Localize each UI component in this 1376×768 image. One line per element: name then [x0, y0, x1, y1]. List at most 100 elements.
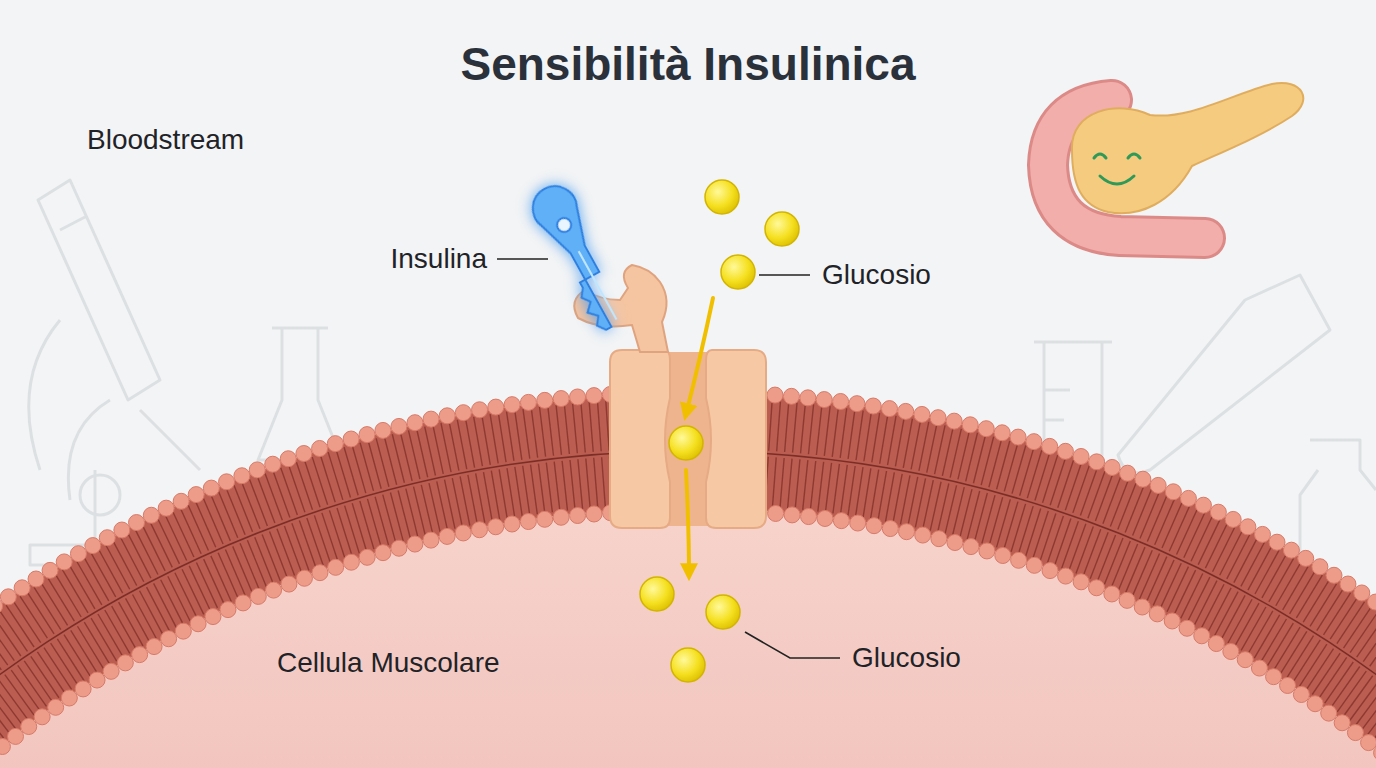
glucose-molecule — [721, 255, 755, 289]
lipid-head — [407, 415, 423, 431]
lipid-tail — [594, 458, 598, 508]
lipid-head — [455, 525, 471, 541]
lipid-head — [117, 655, 133, 671]
lipid-tail — [336, 450, 350, 498]
lipid-tail — [1374, 700, 1376, 739]
lipid-tail — [1184, 513, 1205, 558]
lipid-tail — [1370, 626, 1376, 667]
lipid-head — [34, 709, 50, 725]
lipid-tail — [196, 501, 216, 547]
lipid-tail — [491, 471, 499, 520]
lipid-tail — [352, 445, 366, 493]
leader-line — [759, 274, 810, 276]
lipid-tail — [425, 427, 436, 476]
lipid-tail — [1205, 523, 1227, 568]
lipid-head — [439, 408, 455, 424]
lipid-tail — [1191, 516, 1212, 561]
lipid-head — [504, 397, 520, 413]
lipid-head — [586, 388, 602, 404]
lipid-tail — [1062, 521, 1079, 568]
lipid-tail — [433, 425, 443, 474]
glucose-molecule — [706, 595, 740, 629]
lipid-tail — [375, 497, 388, 545]
lipid-head — [1208, 636, 1224, 652]
lipid-head — [849, 396, 865, 412]
lipid-tail — [531, 465, 538, 515]
lipid-tail — [1111, 541, 1130, 587]
lipid-head — [931, 531, 947, 547]
lipid-tail — [900, 475, 910, 524]
lipid-tail — [1167, 567, 1188, 612]
lipid-head — [423, 411, 439, 427]
lipid-tail — [1220, 531, 1243, 576]
lipid-head — [946, 413, 962, 429]
lipid-head — [1179, 620, 1195, 636]
lipid-tail — [863, 468, 871, 517]
lipid-head — [75, 681, 91, 697]
lipid-tail — [0, 629, 1, 670]
membrane-core — [0, 394, 1376, 768]
lipid-tail — [1234, 538, 1257, 582]
lipid-head — [1321, 705, 1337, 721]
callout-label: Insulina — [390, 243, 487, 275]
lipid-head — [1026, 434, 1042, 450]
pancreas-icon — [1048, 83, 1303, 238]
lipid-head — [205, 609, 221, 625]
lipid-tail — [1080, 468, 1097, 515]
lipid-tail — [312, 457, 327, 505]
callout-label: Glucosio — [822, 259, 931, 291]
lipid-tail — [352, 503, 366, 551]
lipid-tail — [498, 413, 506, 462]
lipid-tail — [895, 417, 904, 466]
lipid-tail — [1125, 547, 1145, 593]
lipid-tail — [1198, 520, 1220, 565]
lipid-head — [175, 623, 191, 639]
lipid-tail — [1147, 496, 1167, 542]
lipid-head — [328, 559, 344, 575]
lipid-tails — [0, 398, 1376, 753]
lipid-head — [800, 390, 816, 406]
glucose-molecules — [640, 180, 799, 682]
lipid-tail — [1040, 513, 1056, 560]
lipid-head — [1057, 443, 1073, 459]
lipid-head — [1135, 471, 1151, 487]
lipid-tail — [188, 505, 208, 551]
lipid-tail — [1118, 483, 1136, 530]
test-tube-icon — [1118, 275, 1330, 473]
lipid-head — [1307, 696, 1323, 712]
lipid-tail — [589, 402, 593, 452]
lipid-tail — [273, 471, 290, 518]
lipid-tail — [507, 412, 514, 461]
glucose-molecule — [705, 180, 739, 214]
lipid-head — [520, 514, 536, 530]
lipid-head — [146, 639, 162, 655]
insulin-key — [525, 178, 638, 333]
lipid-head — [1283, 542, 1299, 558]
lipid-head — [296, 570, 312, 586]
lipid-tail — [189, 566, 210, 611]
lipid-tail — [296, 462, 312, 509]
lipid-tail — [1350, 611, 1376, 652]
microscope-knob — [80, 475, 120, 515]
lipid-head — [1165, 484, 1181, 500]
lipid-head — [173, 493, 189, 509]
lipid-tail — [554, 462, 560, 512]
lipid-head — [1073, 448, 1089, 464]
lipid-tail — [1065, 463, 1081, 510]
lipid-tail — [1248, 546, 1272, 590]
lipid-tail — [967, 491, 979, 539]
lipid-tail — [1035, 453, 1050, 501]
lipid-head — [1269, 534, 1285, 550]
lipid-tail — [1160, 563, 1181, 608]
lipid-tail — [1162, 502, 1182, 548]
lipid-tail — [598, 401, 602, 451]
lipid-tail — [564, 404, 569, 454]
lipid-tail — [196, 562, 217, 607]
flow-arrow — [686, 470, 689, 574]
lipid-tail — [304, 460, 320, 507]
lipid-tail — [143, 526, 165, 571]
lipid-tail — [515, 467, 522, 516]
lipid-tail — [810, 461, 815, 511]
lipid-head — [1368, 594, 1376, 610]
